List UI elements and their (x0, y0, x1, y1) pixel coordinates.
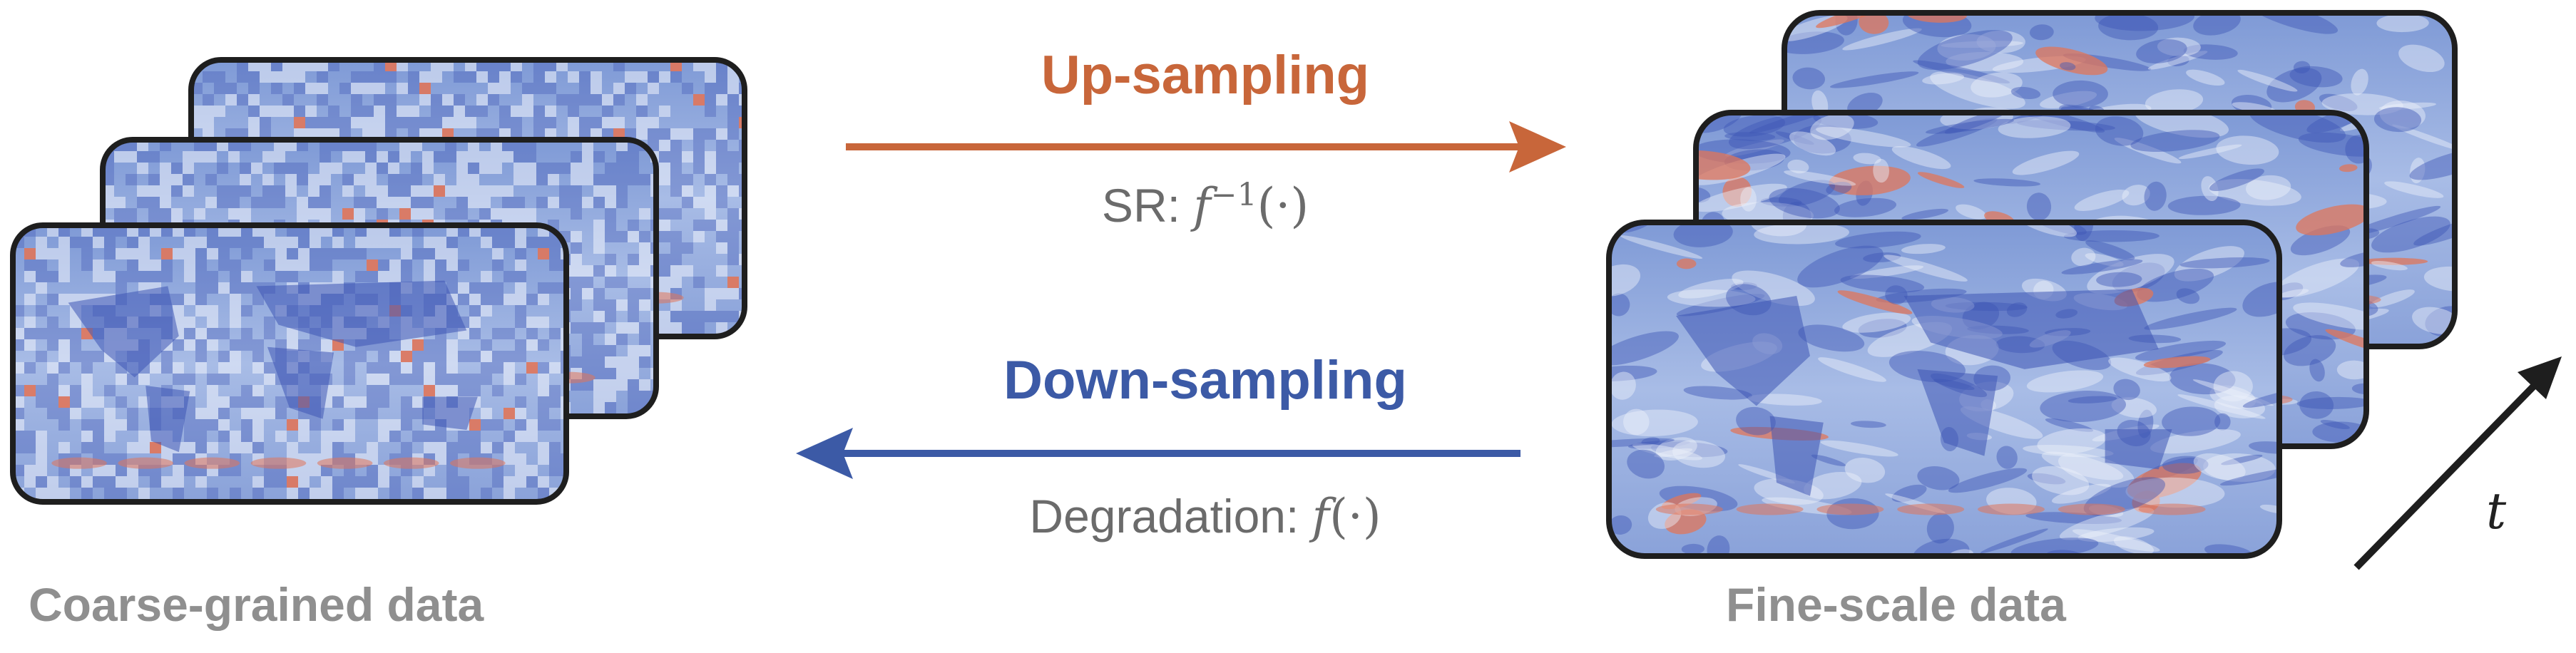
fine-caption: Fine-scale data (1726, 578, 2066, 631)
upsampling-formula: SR: f−1(·) (998, 177, 1412, 233)
downsampling-formula-arg: (·) (1329, 489, 1381, 544)
upsampling-formula-prefix: SR: (1101, 179, 1194, 232)
fine-continents (1676, 289, 2172, 496)
time-axis-arrow (2353, 356, 2562, 570)
downsampling-arrow (796, 428, 1520, 479)
fine-map-stack (1606, 10, 2458, 559)
fine-map-frame-front (1606, 220, 2282, 559)
downsampling-formula: Degradation: f(·) (913, 489, 1498, 544)
downsampling-title: Down-sampling (1003, 350, 1407, 411)
time-axis-label: t (2486, 482, 2507, 540)
coarse-map-frame-front (10, 222, 569, 505)
upsampling-formula-arg: (·) (1257, 178, 1309, 233)
coarse-caption: Coarse-grained data (29, 578, 484, 631)
upsampling-title: Up-sampling (1041, 45, 1370, 106)
coarse-continents (68, 280, 478, 453)
upsampling-arrow (846, 121, 1566, 173)
upsampling-formula-sup: −1 (1210, 177, 1257, 213)
coarse-map-stack (10, 57, 747, 505)
downsampling-formula-prefix: Degradation: (1029, 490, 1312, 543)
downsampling-formula-func: f (1312, 489, 1330, 544)
upsampling-formula-func: f (1193, 178, 1211, 233)
